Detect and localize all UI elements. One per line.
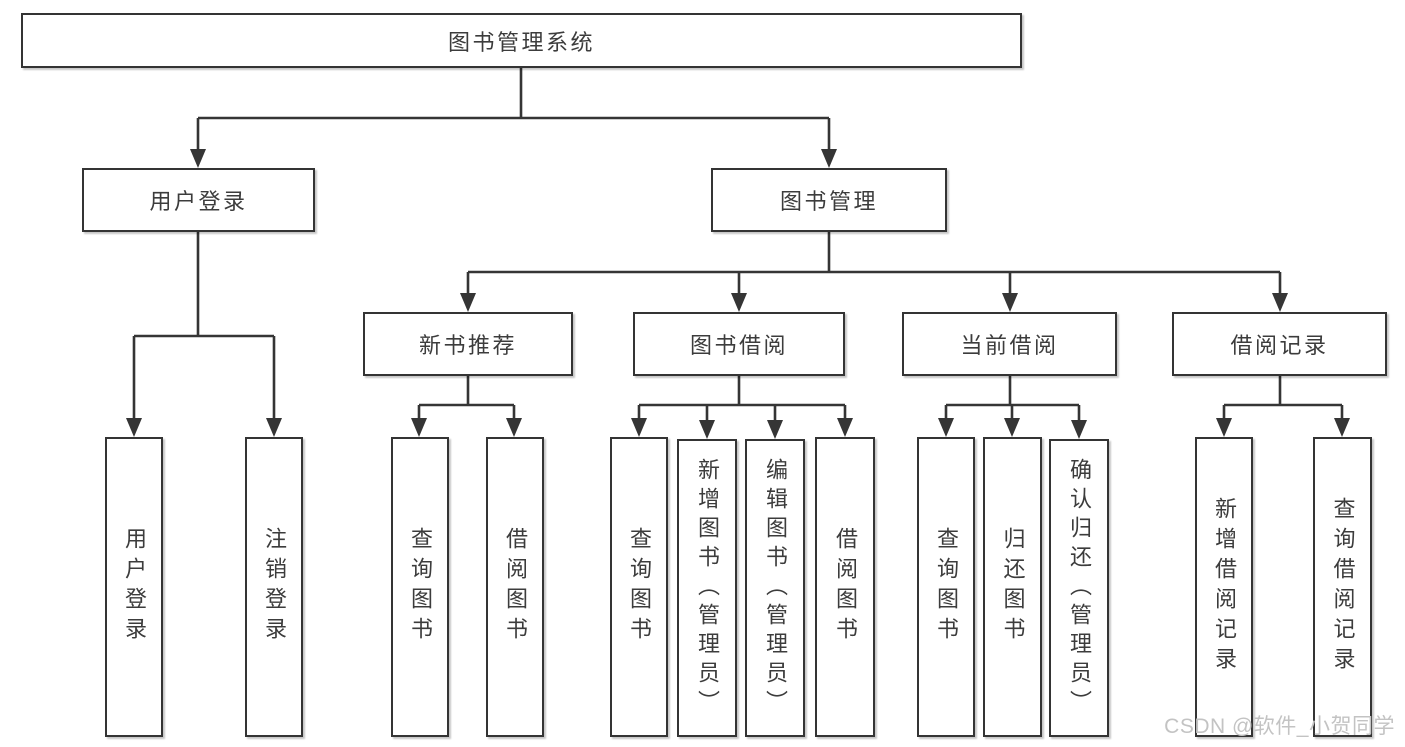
node-new-book-recommend: 新书推荐 xyxy=(363,312,573,376)
connector-book-management-to-sections xyxy=(460,232,1288,312)
leaf-label: 新增图书（管理员） xyxy=(695,457,720,719)
connector-current-borrow-to-leaves xyxy=(938,376,1087,439)
connector-book-borrow-to-leaves xyxy=(631,376,853,439)
node-current-borrow: 当前借阅 xyxy=(902,312,1117,376)
connector-new-book-recommend-to-leaves xyxy=(411,376,522,437)
leaf-query-books-borrow: 查询图书 xyxy=(610,437,668,737)
connector-user-login-to-leaves xyxy=(126,232,282,437)
leaf-label: 新增借阅记录 xyxy=(1212,497,1237,677)
node-user-login: 用户登录 xyxy=(82,168,315,232)
leaf-logout: 注销登录 xyxy=(245,437,303,737)
connector-root-to-level1 xyxy=(190,68,837,168)
leaf-label: 查询图书 xyxy=(408,527,433,647)
leaf-query-books-current: 查询图书 xyxy=(917,437,975,737)
leaf-label: 注销登录 xyxy=(262,527,287,647)
leaf-label: 查询图书 xyxy=(934,527,959,647)
node-book-borrow: 图书借阅 xyxy=(633,312,845,376)
node-book-management: 图书管理 xyxy=(711,168,947,232)
leaf-confirm-return-admin: 确认归还（管理员） xyxy=(1049,439,1109,737)
node-borrow-records: 借阅记录 xyxy=(1172,312,1387,376)
leaf-query-borrow-record: 查询借阅记录 xyxy=(1313,437,1372,737)
leaf-label: 编辑图书（管理员） xyxy=(763,457,788,719)
leaf-label: 查询图书 xyxy=(627,527,652,647)
leaf-label: 查询借阅记录 xyxy=(1330,497,1356,677)
leaf-query-books-recommend: 查询图书 xyxy=(391,437,449,737)
leaf-user-login: 用户登录 xyxy=(105,437,163,737)
leaf-borrow-books-borrow: 借阅图书 xyxy=(815,437,875,737)
leaf-borrow-books-recommend: 借阅图书 xyxy=(486,437,544,737)
leaf-label: 用户登录 xyxy=(122,527,147,647)
leaf-label: 确认归还（管理员） xyxy=(1067,457,1092,719)
leaf-add-book-admin: 新增图书（管理员） xyxy=(677,439,737,737)
leaf-add-borrow-record: 新增借阅记录 xyxy=(1195,437,1253,737)
leaf-label: 借阅图书 xyxy=(503,527,528,647)
node-root: 图书管理系统 xyxy=(21,13,1022,68)
leaf-edit-book-admin: 编辑图书（管理员） xyxy=(745,439,805,737)
leaf-label: 归还图书 xyxy=(1000,527,1026,647)
leaf-label: 借阅图书 xyxy=(833,527,858,647)
leaf-return-book: 归还图书 xyxy=(983,437,1042,737)
csdn-watermark: CSDN @软件_小贺同学 xyxy=(1164,715,1395,738)
connector-borrow-records-to-leaves xyxy=(1216,376,1350,437)
